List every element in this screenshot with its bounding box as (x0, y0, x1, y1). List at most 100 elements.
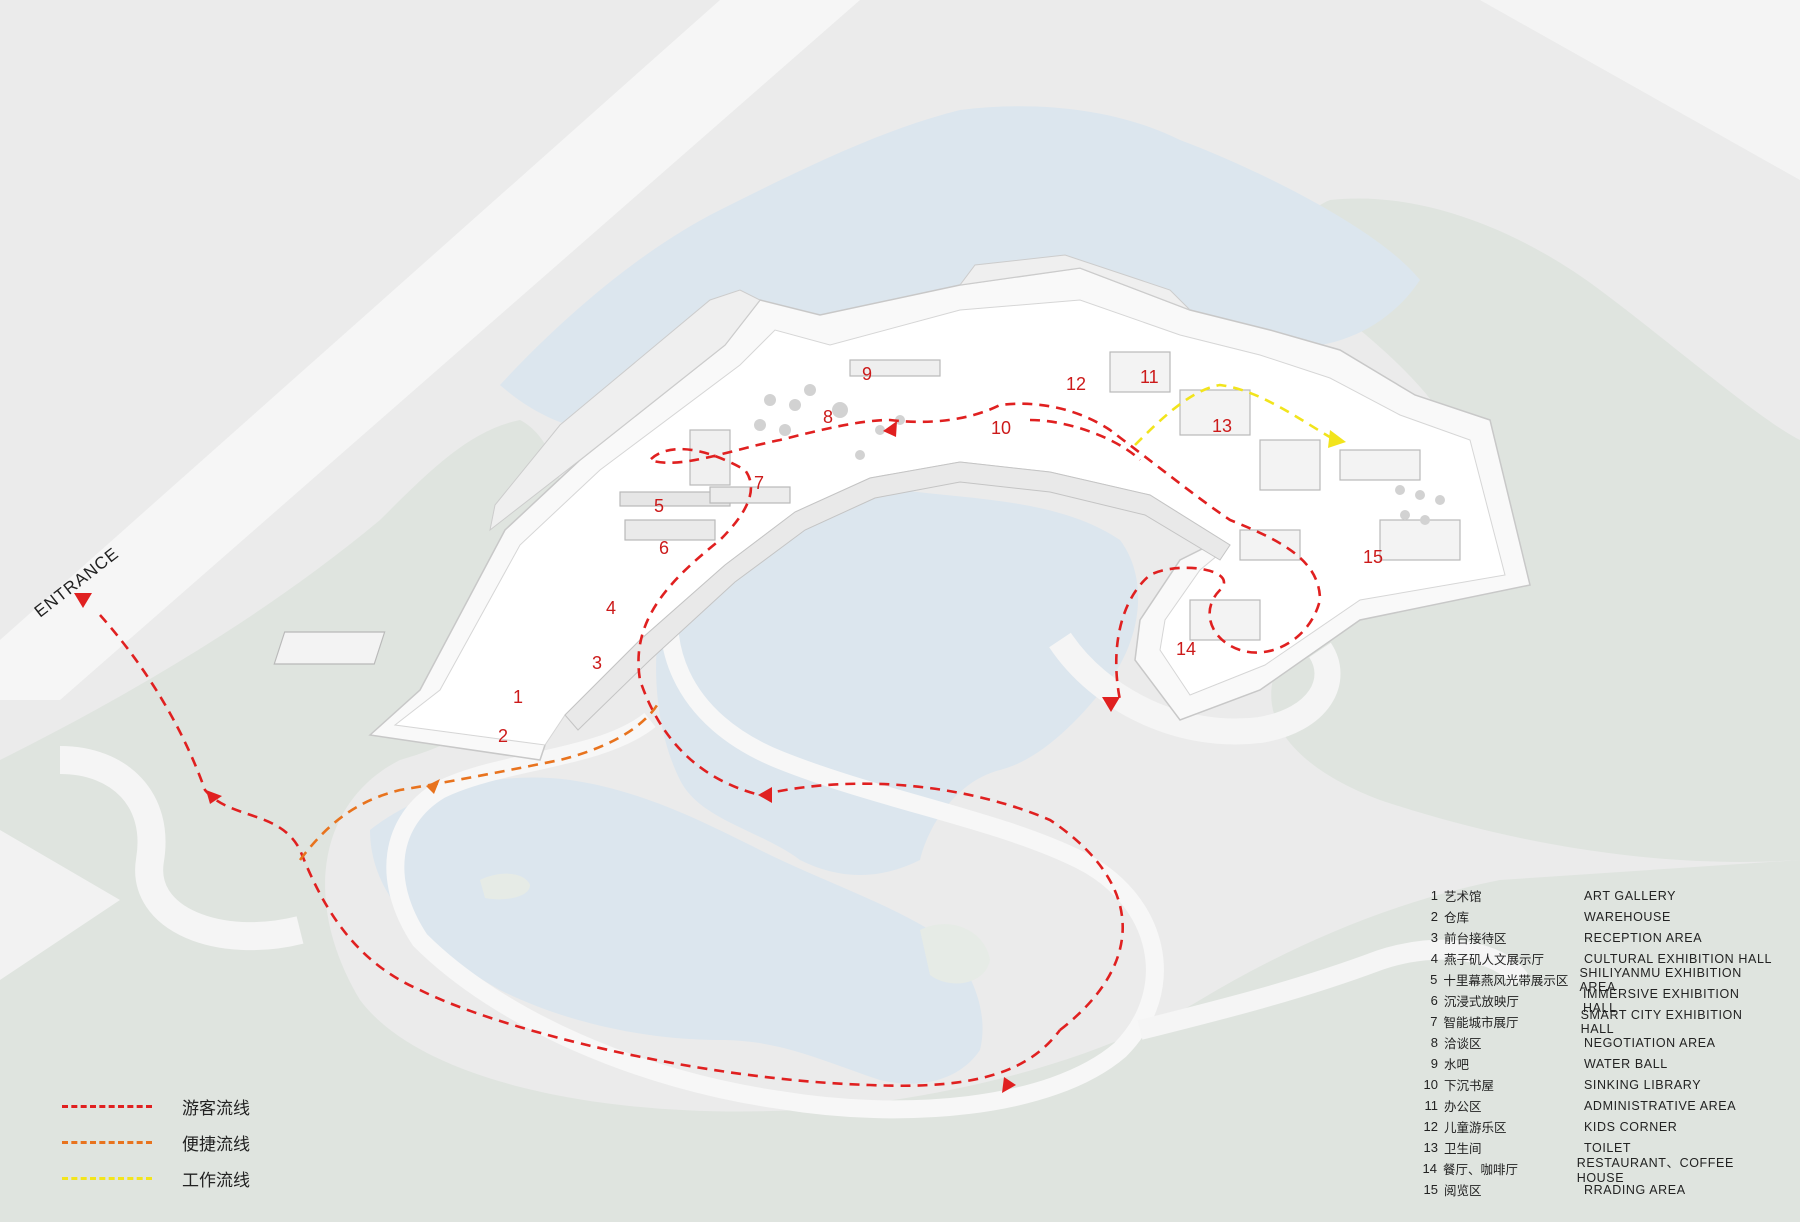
zone-numbers: 1 2 3 4 5 6 7 8 9 10 12 11 13 14 15 (498, 364, 1383, 746)
key-name-en: NEGOTIATION AREA (1584, 1035, 1716, 1050)
key-name-en: ART GALLERY (1584, 888, 1677, 903)
key-row: 2 仓库 WAREHOUSE (1416, 906, 1776, 927)
green-area-left (0, 420, 1800, 1222)
legend-swatch-visitor (62, 1104, 152, 1108)
island-right (920, 924, 990, 984)
key-name-cn: 艺术馆 (1444, 889, 1482, 904)
key-name-en: WATER BALL (1584, 1056, 1668, 1071)
reading-desks (1379, 519, 1461, 561)
key-name-cn: 儿童游乐区 (1444, 1120, 1507, 1135)
key-name-cn: 洽谈区 (1444, 1036, 1482, 1051)
key-name-cn: 沉浸式放映厅 (1443, 994, 1519, 1009)
key-number: 6 (1430, 993, 1438, 1008)
entrance-arrow-icon (74, 593, 92, 608)
restaurant-block (1189, 599, 1261, 641)
furniture (754, 384, 1445, 525)
roof-ridge-right (958, 254, 1191, 311)
garden-path-loop (386, 556, 1164, 1119)
legend-item-shortcut: 便捷流线 (62, 1124, 322, 1160)
key-row: 12 儿童游乐区 KIDS CORNER (1416, 1116, 1776, 1137)
key-name-cn: 前台接待区 (1444, 931, 1507, 946)
room-1-block (273, 631, 386, 665)
key-number: 11 (1424, 1098, 1439, 1113)
cafe-counter (1239, 529, 1301, 561)
key-name-cn: 仓库 (1444, 910, 1470, 925)
key-name-cn: 办公区 (1444, 1099, 1482, 1114)
route-arrow-icon (758, 787, 772, 803)
legend-label: 便捷流线 (182, 1134, 250, 1155)
key-name-cn: 下沉书屋 (1444, 1078, 1495, 1093)
key-name-cn: 智能城市展厅 (1443, 1015, 1519, 1030)
zone-number-8: 8 (823, 407, 833, 427)
work-route-path (1134, 383, 1336, 446)
courtyard-wall (564, 461, 1231, 731)
legend-label: 游客流线 (182, 1098, 250, 1119)
zone-number-14: 14 (1176, 639, 1196, 659)
route-legend: 游客流线 便捷流线 工作流线 (62, 1088, 322, 1196)
road-left-lower (0, 830, 120, 980)
key-number: 13 (1423, 1140, 1438, 1155)
key-row: 8 洽谈区 NEGOTIATION AREA (1416, 1032, 1776, 1053)
zone-number-10: 10 (991, 418, 1011, 438)
zone-number-4: 4 (606, 598, 616, 618)
legend-item-work: 工作流线 (62, 1160, 322, 1196)
key-name-en: WAREHOUSE (1584, 909, 1671, 924)
key-name-cn: 十里幕燕风光带展示区 (1443, 973, 1569, 988)
office-room-b (1259, 439, 1321, 491)
legend-swatch-work (62, 1176, 152, 1180)
key-number: 8 (1430, 1035, 1438, 1050)
green-area-right (1271, 198, 1800, 862)
route-arrow-icon (883, 421, 897, 437)
legend-label: 工作流线 (182, 1170, 250, 1191)
garden-path-west (59, 746, 304, 951)
zone-number-12: 12 (1066, 374, 1086, 394)
key-name-en: TOILET (1584, 1140, 1632, 1155)
legend-item-visitor: 游客流线 (62, 1088, 322, 1124)
key-name-en: SHILIYANMU EXHIBITION AREA (1579, 965, 1742, 994)
work-route (1134, 383, 1336, 446)
shortcut-route-path (298, 699, 662, 861)
key-number: 7 (1430, 1014, 1438, 1029)
key-number: 2 (1430, 909, 1438, 924)
zone-number-5: 5 (654, 496, 664, 516)
key-name-en: KIDS CORNER (1584, 1119, 1678, 1134)
key-name-en: SINKING LIBRARY (1584, 1077, 1702, 1092)
garden-path-se (1137, 939, 1529, 1040)
key-name-cn: 阅览区 (1444, 1183, 1482, 1198)
key-name-en: RECEPTION AREA (1584, 930, 1703, 945)
key-number: 4 (1430, 951, 1438, 966)
roof-ridge-left (489, 289, 761, 532)
key-name-en: CULTURAL EXHIBITION HALL (1584, 951, 1773, 966)
work-arrow-icon (1328, 430, 1346, 448)
zone-number-1: 1 (513, 687, 523, 707)
key-number: 1 (1430, 888, 1438, 903)
key-number: 12 (1423, 1119, 1438, 1134)
zone-number-7: 7 (754, 473, 764, 493)
key-name-cn: 餐厅、咖啡厅 (1443, 1162, 1519, 1177)
shortcut-route (298, 699, 662, 861)
visitor-route-entrance (99, 614, 1062, 1087)
shortcut-arrow-icon (426, 779, 440, 794)
route-arrow-icon (206, 790, 222, 804)
key-number: 14 (1422, 1161, 1437, 1176)
key-name-en: ADMINISTRATIVE AREA (1584, 1098, 1737, 1113)
key-row: 11 办公区 ADMINISTRATIVE AREA (1416, 1095, 1776, 1116)
building (273, 254, 1531, 761)
zone-number-9: 9 (862, 364, 872, 384)
visitor-route-inner (1029, 418, 1141, 461)
zone-number-2: 2 (498, 726, 508, 746)
key-name-cn: 水吧 (1444, 1057, 1470, 1072)
zone-number-15: 15 (1363, 547, 1383, 567)
reading-shelves (1339, 449, 1421, 481)
zone-number-11: 11 (1140, 367, 1159, 387)
road-top-right (1480, 0, 1800, 180)
key-number: 5 (1430, 972, 1438, 987)
